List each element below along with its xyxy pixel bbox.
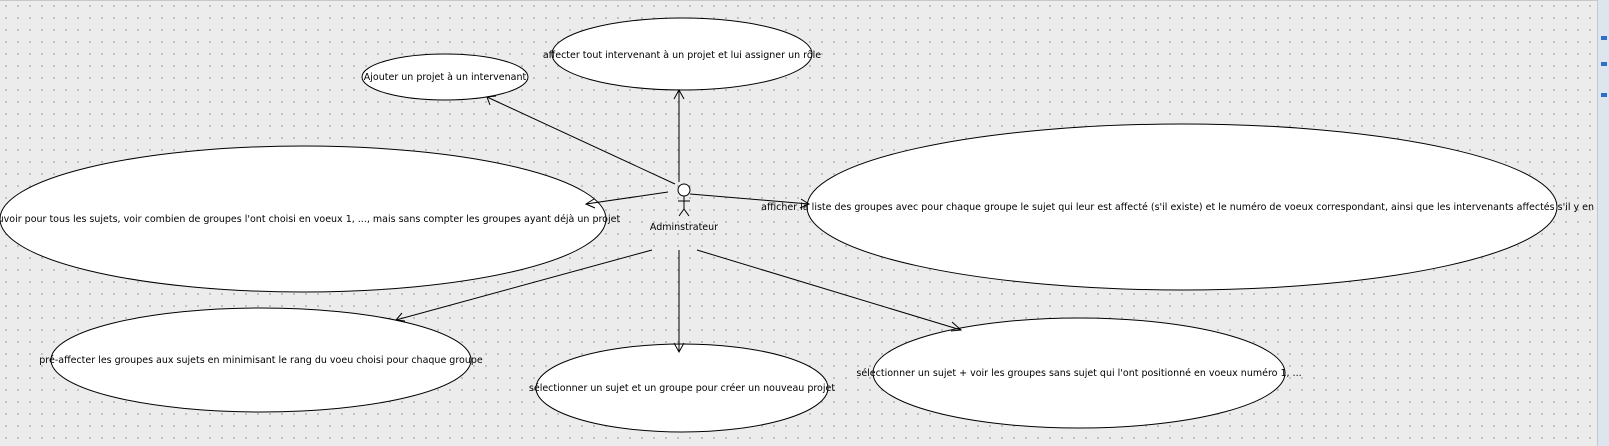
- use-case-label: sélectionner un sujet + voir les groupes…: [856, 368, 1301, 379]
- use-case-affecter-intervenant[interactable]: affecter tout intervenant à un projet et…: [543, 17, 821, 91]
- edge-marker: [1601, 62, 1607, 66]
- use-case-selectionner-sujet-voir-groupes[interactable]: sélectionner un sujet + voir les groupes…: [856, 317, 1302, 429]
- arrowhead: [395, 312, 406, 322]
- use-case-ellipse[interactable]: [361, 53, 529, 101]
- use-case-afficher-liste-groupes[interactable]: afficher la liste des groupes avec pour …: [761, 123, 1600, 291]
- use-case-selectionner-sujet-groupe[interactable]: sélectionner un sujet et un groupe pour …: [529, 343, 835, 433]
- use-case-label: Ajouter un projet à un intervenant: [364, 72, 527, 83]
- actor-head: [677, 183, 691, 197]
- association-selectionner-sujet-voir-groupes[interactable]: [696, 249, 963, 332]
- use-case-label: pré-affecter les groupes aux sujets en m…: [39, 355, 483, 366]
- actor-adminstrateur[interactable]: Adminstrateur: [650, 183, 718, 233]
- use-case-ellipse[interactable]: [551, 17, 813, 91]
- use-case-ellipse[interactable]: [535, 343, 829, 433]
- arrowhead: [799, 198, 811, 209]
- association-voir-combien-groupes[interactable]: [584, 191, 669, 209]
- use-case-ellipse[interactable]: [872, 317, 1286, 429]
- edge-marker: [1601, 36, 1607, 40]
- use-case-ajouter-projet[interactable]: Ajouter un projet à un intervenant: [361, 53, 529, 101]
- association-pre-affecter-groupes[interactable]: [395, 249, 653, 322]
- use-case-label: sélectionner un sujet et un groupe pour …: [529, 383, 835, 394]
- association-ajouter-projet[interactable]: [486, 95, 676, 185]
- edge-marker: [1601, 93, 1607, 97]
- window-right-edge: [1597, 0, 1609, 446]
- arrowhead: [950, 321, 963, 332]
- use-case-label: affecter tout intervenant à un projet et…: [543, 50, 821, 61]
- association-afficher-liste-groupes[interactable]: [689, 193, 811, 209]
- association-selectionner-sujet-groupe[interactable]: [673, 250, 685, 354]
- actor-right-leg: [683, 208, 690, 217]
- use-case-ellipse[interactable]: [50, 307, 472, 413]
- arrowhead: [673, 88, 685, 100]
- arrowhead: [673, 342, 685, 354]
- actor-left-leg: [678, 208, 685, 217]
- use-case-ellipse[interactable]: [0, 145, 607, 293]
- use-case-label: pouvoir pour tous les sujets, voir combi…: [0, 214, 620, 225]
- use-case-pre-affecter-groupes[interactable]: pré-affecter les groupes aux sujets en m…: [39, 307, 483, 413]
- association-affecter-intervenant[interactable]: [673, 88, 685, 182]
- actor-name: Adminstrateur: [650, 222, 718, 233]
- use-case-label: afficher la liste des groupes avec pour …: [761, 202, 1600, 213]
- use-case-voir-combien-groupes[interactable]: pouvoir pour tous les sujets, voir combi…: [0, 145, 620, 293]
- canvas-top-border: [0, 0, 1598, 1]
- use-case-ellipse[interactable]: [806, 123, 1558, 291]
- arrowhead: [584, 198, 596, 209]
- arrowhead: [486, 95, 497, 106]
